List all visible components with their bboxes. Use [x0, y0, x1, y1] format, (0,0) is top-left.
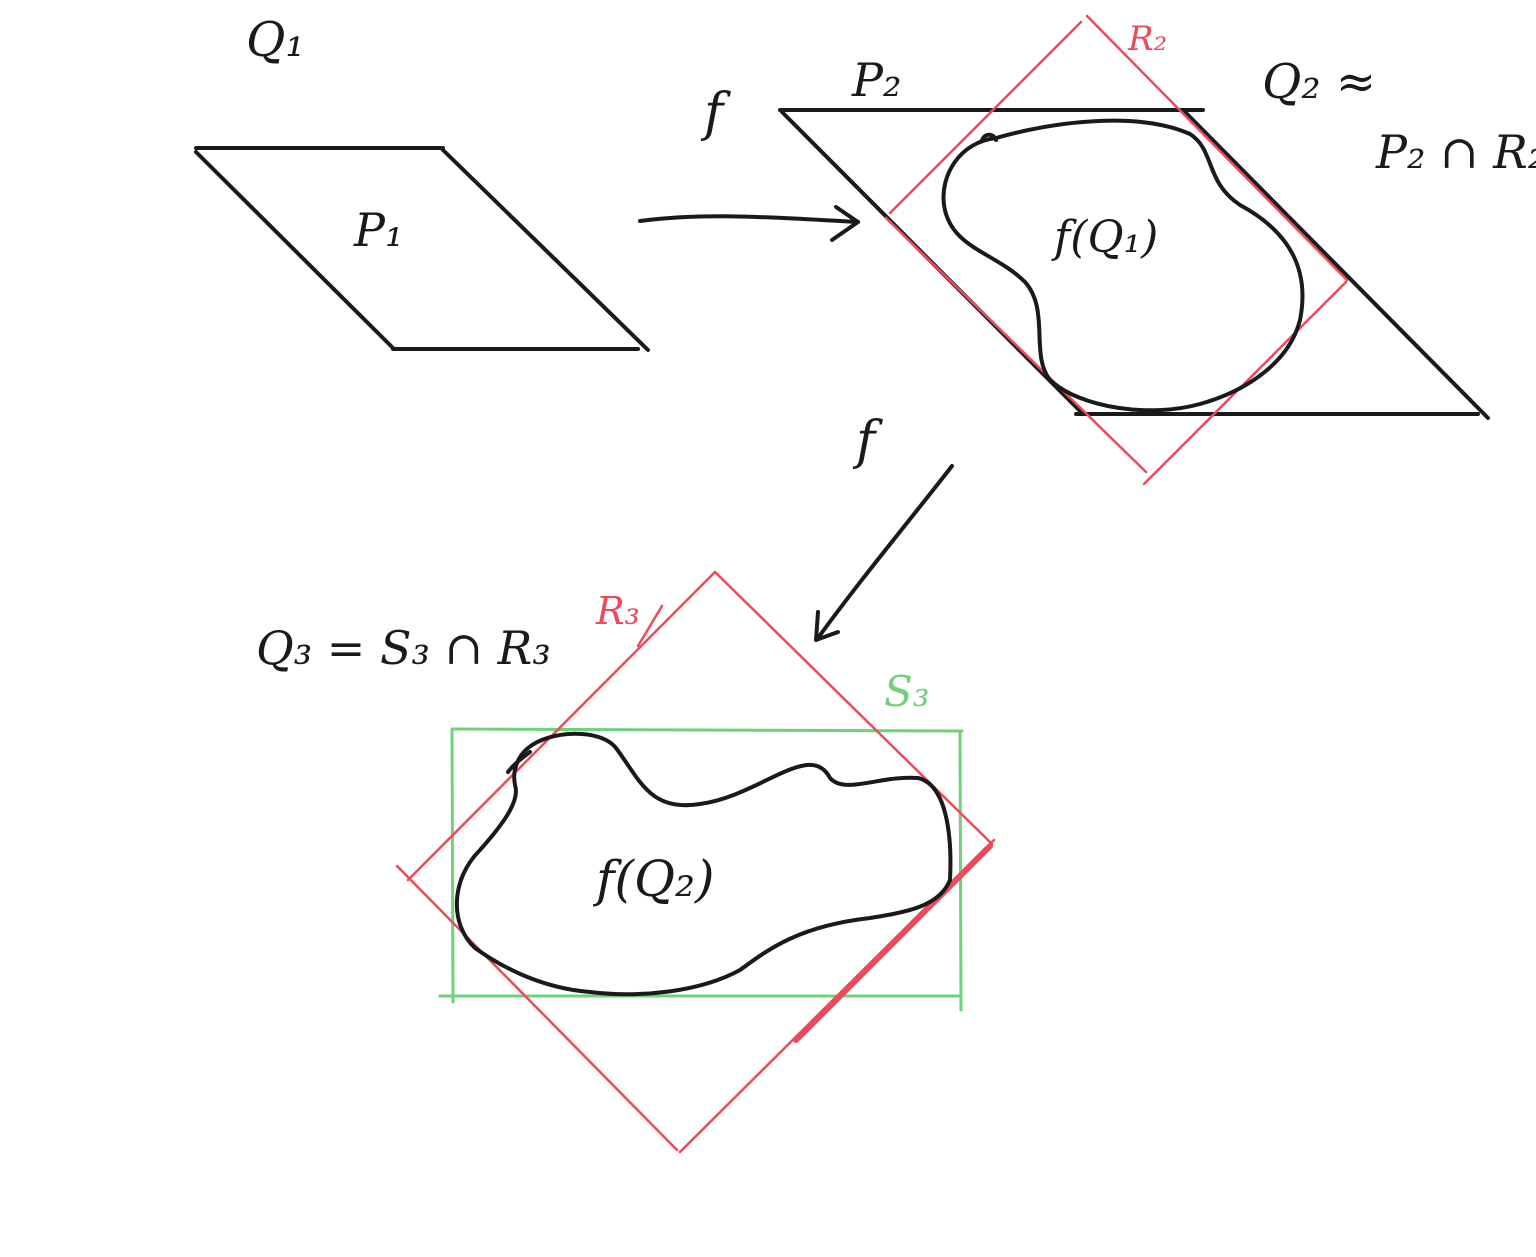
- p2-right-edge: [1183, 110, 1490, 420]
- r2-edge-top-left: [888, 20, 1083, 215]
- r3-edge-bottom-left: [395, 864, 679, 1152]
- label-r3: R₃: [595, 589, 640, 633]
- arrow-head-horizontal: [830, 205, 860, 242]
- arrow-f-diagonal: [814, 464, 954, 642]
- label-q3-expression: Q₃ = S₃ ∩ R₃: [256, 621, 551, 675]
- label-p1: P₁: [353, 203, 403, 257]
- label-f-q1: f(Q₁): [1051, 212, 1158, 263]
- label-q2: Q₂ ≈: [1262, 54, 1376, 110]
- blob-f-q2-stroke-start: [506, 750, 532, 774]
- r3-tick: [636, 604, 664, 648]
- label-f-top: f: [700, 83, 731, 143]
- parallelogram-p1: [194, 146, 650, 352]
- label-q2-expression: P₂ ∩ R₂: [1375, 125, 1536, 179]
- s3-top-edge: [450, 727, 964, 733]
- arrow-f-horizontal: [638, 205, 860, 242]
- s3-left-edge: [450, 727, 455, 1004]
- label-q1: Q₁: [246, 12, 305, 68]
- r3-edge-bottom-right-emphasis: [793, 843, 993, 1043]
- p1-left-edge: [194, 150, 395, 350]
- blob-f-q1: [941, 118, 1305, 413]
- rectangle-r2: [884, 14, 1349, 486]
- s3-right-edge: [958, 729, 963, 1012]
- label-f-q2: f(Q₂): [592, 850, 715, 908]
- label-r2: R₂: [1127, 19, 1167, 59]
- label-s3: S₃: [884, 667, 930, 716]
- blob-f-q2: [454, 731, 953, 997]
- label-p2: P₂: [851, 53, 901, 107]
- r2-edge-bottom-left: [884, 216, 1148, 474]
- p1-right-edge: [441, 148, 650, 352]
- r3-edge-top-left: [406, 570, 717, 882]
- label-f-mid: f: [852, 411, 883, 471]
- r3-edge-top-right: [713, 570, 994, 846]
- r2-edge-top-right: [1085, 14, 1349, 282]
- blob-f-q1-stroke-start: [980, 132, 998, 142]
- r2-edge-bottom-right: [1142, 280, 1348, 486]
- arrow-shaft-horizontal: [638, 214, 860, 224]
- arrow-head-diagonal: [814, 610, 840, 642]
- arrow-shaft-diagonal: [816, 464, 954, 640]
